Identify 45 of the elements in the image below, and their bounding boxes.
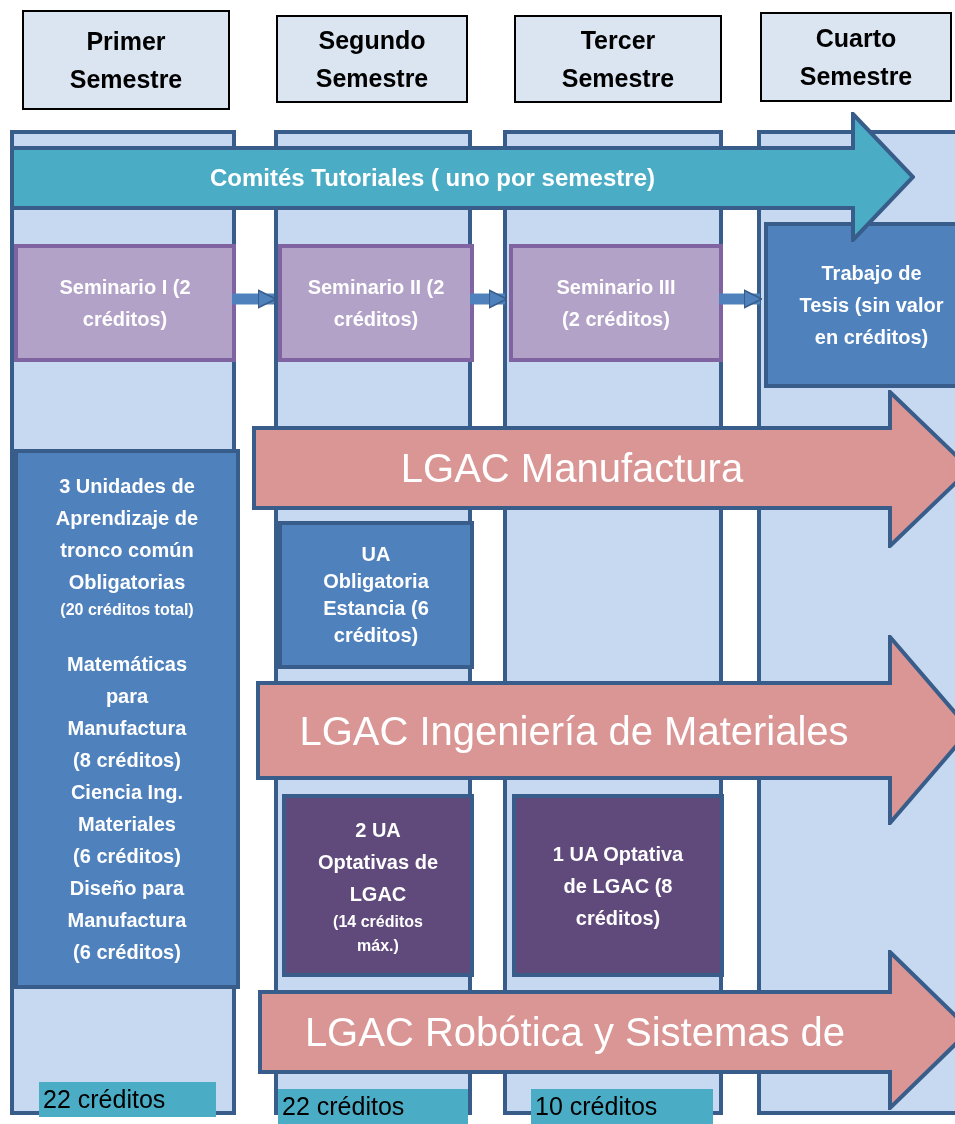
semester-header (760, 12, 952, 102)
box-label: 22 créditos (43, 1084, 167, 1115)
course-box (14, 449, 240, 989)
seminar-box (278, 244, 474, 362)
credits-note: (14 créditos máx.) (332, 911, 424, 956)
box-label: Seminario I (2 créditos) (58, 275, 192, 332)
credits-box (39, 1082, 216, 1117)
banner-label: LGAC Manufactura (400, 445, 744, 492)
box-label: (6 créditos) (73, 844, 181, 869)
box-label: Segundo Semestre (314, 25, 430, 94)
banner-label: LGAC Robótica y Sistemas de (304, 1009, 846, 1056)
box-label: UA Obligatoria Estancia (6 créditos) (322, 542, 430, 648)
box-label: 22 créditos (282, 1091, 406, 1122)
arrow (470, 289, 508, 309)
box-label: Ciencia Ing. Materiales (69, 780, 185, 837)
box-label: Seminario II (2 créditos) (306, 275, 446, 332)
seminar-box (14, 244, 236, 362)
credits-box (278, 1089, 468, 1124)
box-label: Tercer Semestre (560, 25, 676, 94)
box-label: Diseño para Manufactura (66, 876, 188, 933)
box-label: 3 Unidades de Aprendizaje de tronco común Obligatorias (54, 474, 200, 595)
box-label: (6 créditos) (73, 940, 181, 965)
semester-header (276, 15, 468, 103)
semester-header (22, 10, 230, 110)
thesis-box (764, 222, 955, 388)
box-label: Cuarto Semestre (798, 23, 914, 92)
box-label: (8 créditos) (73, 748, 181, 773)
banner-label: LGAC Ingeniería de Materiales (299, 707, 849, 755)
arrow (719, 289, 763, 309)
box-label: 10 créditos (535, 1091, 659, 1122)
box-label: Primer Semestre (68, 26, 184, 95)
credits-note: (20 créditos total) (60, 600, 194, 620)
course-box (512, 794, 724, 977)
semester-header (514, 15, 722, 103)
box-label: Seminario III (2 créditos) (555, 275, 677, 332)
box-label: 1 UA Optativa de LGAC (8 créditos) (551, 841, 685, 931)
box-label: 2 UA Optativas de LGAC (316, 817, 439, 907)
seminar-box (509, 244, 723, 362)
arrow (232, 289, 277, 309)
course-box (278, 521, 474, 669)
box-label: Matemáticas para Manufactura (65, 652, 189, 741)
box-label: Trabajo de Tesis (sin valor en créditos) (798, 261, 945, 350)
credits-box (531, 1089, 713, 1124)
course-box (282, 794, 474, 977)
banner-label: Comités Tutoriales ( uno por semestre) (210, 163, 655, 193)
